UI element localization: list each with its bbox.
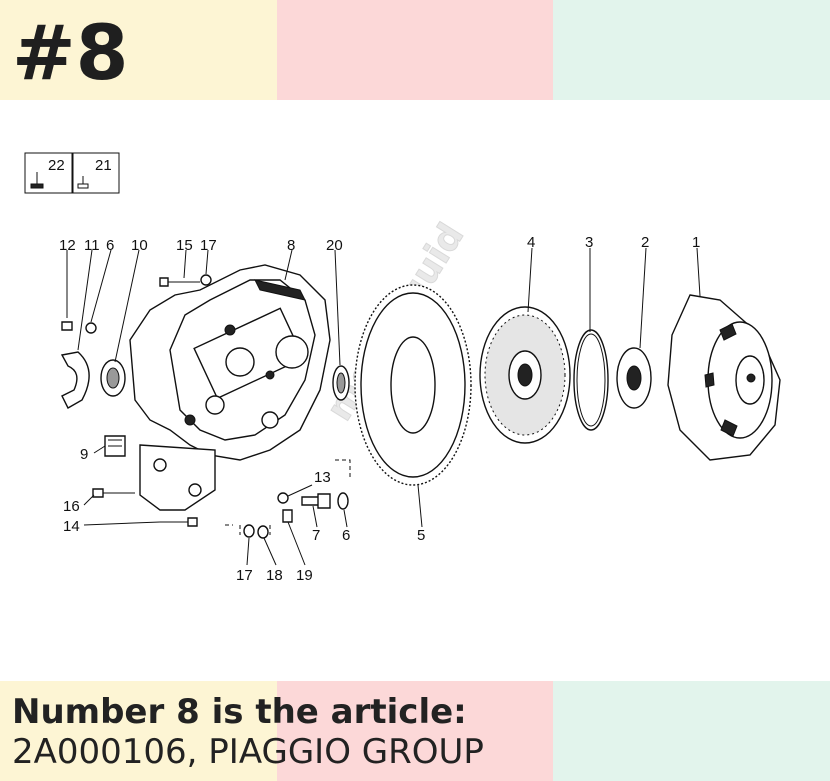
header-band-yellow (0, 0, 277, 100)
callout-10: 10 (131, 237, 148, 254)
callout-4: 4 (527, 234, 535, 251)
clutch-cover-part (667, 294, 781, 461)
clutch-housing-part (129, 264, 331, 511)
bolt-part-14 (160, 517, 198, 527)
callout-6-bottom: 6 (342, 527, 350, 544)
header-band (0, 0, 830, 100)
legend-box-22: 22 (24, 152, 73, 194)
callout-19: 19 (296, 567, 313, 584)
callout-5: 5 (417, 527, 425, 544)
footer-band (0, 681, 830, 781)
header-band-pink (277, 0, 553, 100)
washer-part-18 (257, 525, 269, 539)
footer-band-pink (277, 681, 553, 781)
oil-seal-part (332, 365, 350, 401)
callout-7: 7 (312, 527, 320, 544)
callout-16: 16 (63, 498, 80, 515)
callout-20: 20 (326, 237, 343, 254)
nut-part-17 (243, 524, 255, 538)
legend-number-21: 21 (95, 157, 112, 174)
nut-part (85, 322, 97, 334)
legend-box-21: 21 (72, 152, 120, 194)
bolt-part-7 (301, 493, 331, 509)
callout-3: 3 (585, 234, 593, 251)
exploded-parts-diagram: 22 21 motoriquid (24, 152, 781, 584)
callout-labels: 12 11 6 10 15 17 8 20 4 3 2 1 9 16 14 13… (59, 234, 700, 584)
clutch-disc-part (479, 306, 571, 444)
legend-number-22: 22 (48, 157, 65, 174)
part-number-title: #8 (12, 8, 129, 97)
leader-lines (66, 247, 701, 566)
callout-14: 14 (63, 518, 80, 535)
header-band-mint (553, 0, 830, 100)
footer-band-yellow (0, 681, 277, 781)
washer-part-13 (277, 492, 289, 504)
pressure-plate-part (616, 347, 652, 409)
callout-15: 15 (176, 237, 193, 254)
callout-6: 6 (106, 237, 114, 254)
washer-part-17-top (200, 274, 212, 286)
bolt-part-12 (61, 321, 73, 331)
c-clip-part (60, 351, 90, 409)
article-caption-heading: Number 8 is the article: (12, 692, 467, 732)
article-code-text: 2A000106, PIAGGIO GROUP (12, 732, 484, 772)
bolt-short-icon (77, 176, 89, 189)
plug-part-9 (104, 435, 126, 457)
callout-17-bottom: 17 (236, 567, 253, 584)
callout-12: 12 (59, 237, 76, 254)
spring-ring-part (573, 329, 609, 431)
screw-part-19 (282, 509, 293, 523)
callout-9: 9 (80, 446, 88, 463)
callout-8: 8 (287, 237, 295, 254)
bolt-part-16 (92, 488, 135, 498)
callout-1: 1 (692, 234, 700, 251)
callout-11: 11 (84, 237, 100, 254)
washer-part-6 (337, 492, 349, 510)
flywheel-part (354, 284, 472, 486)
bolt-tall-icon (30, 172, 44, 189)
bolt-part-15 (159, 277, 200, 287)
callout-18: 18 (266, 567, 283, 584)
callout-17-top: 17 (200, 237, 217, 254)
footer-band-mint (553, 681, 830, 781)
callout-13: 13 (314, 469, 331, 486)
bearing-part (100, 359, 126, 397)
callout-2: 2 (641, 234, 649, 251)
